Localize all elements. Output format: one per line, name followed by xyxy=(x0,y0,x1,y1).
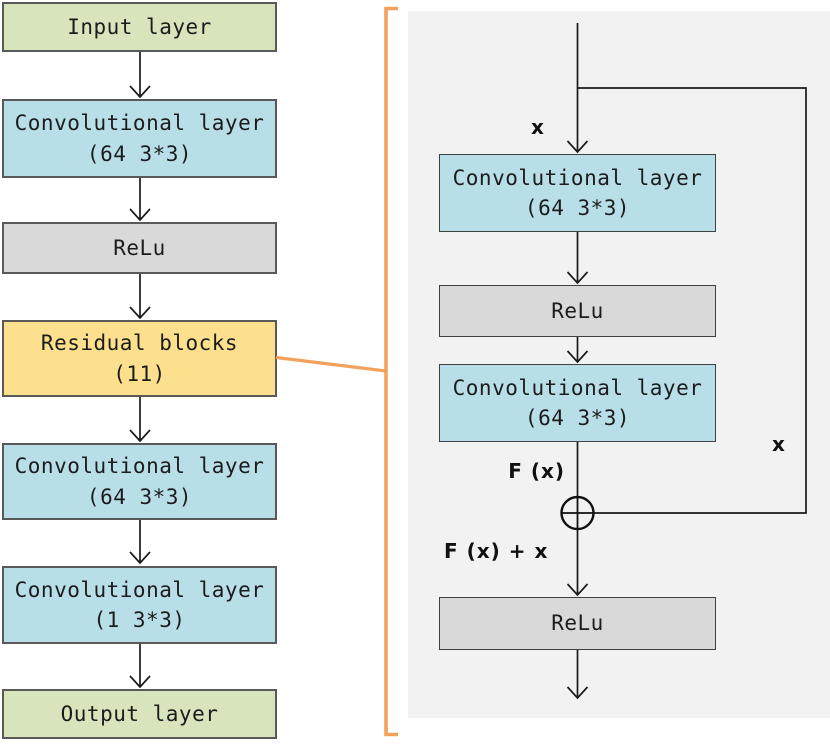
node-label: Residual blocks xyxy=(40,331,239,356)
annotation-f-of-x: F (x) xyxy=(508,459,565,483)
node-sublabel: (64 3*3) xyxy=(86,141,193,166)
node-sublabel: (1 3*3) xyxy=(93,608,186,632)
node-label: Output layer xyxy=(60,701,219,726)
node-label: Convolutional layer xyxy=(452,375,703,400)
flow-arrow xyxy=(129,397,151,443)
node-label: ReLu xyxy=(113,235,166,260)
flow-arrow xyxy=(129,644,151,689)
annotation-f-of-x-plus-x: F (x) + x xyxy=(444,539,549,563)
flow-node-conv-64: Convolutional layer (64 3*3) xyxy=(2,99,277,178)
flow-arrow xyxy=(129,520,151,565)
node-label: Convolutional layer xyxy=(14,111,265,136)
annotation-input-x: x xyxy=(531,115,545,139)
node-sublabel: (64 3*3) xyxy=(524,406,631,430)
flow-arrow xyxy=(129,274,151,320)
detail-node-relu-b: ReLu xyxy=(439,597,716,650)
annotation-skip-x: x xyxy=(772,432,786,456)
node-label: ReLu xyxy=(551,298,604,323)
flow-node-output-layer: Output layer xyxy=(2,689,277,739)
detail-node-conv-64-a: Convolutional layer (64 3*3) xyxy=(439,154,716,232)
flow-node-conv-1: Convolutional layer (1 3*3) xyxy=(2,566,277,644)
node-sublabel: (64 3*3) xyxy=(86,484,193,509)
detail-node-conv-64-b: Convolutional layer (64 3*3) xyxy=(439,364,716,442)
flow-arrow xyxy=(129,52,151,99)
residual-zoom-connector xyxy=(275,355,387,373)
node-sublabel: (11) xyxy=(113,361,166,386)
node-label: Convolutional layer xyxy=(14,454,265,479)
flow-node-input-layer: Input layer xyxy=(2,2,277,52)
node-label: Convolutional layer xyxy=(14,577,265,602)
flow-node-conv-64-b: Convolutional layer (64 3*3) xyxy=(2,443,277,520)
detail-node-relu-a: ReLu xyxy=(439,285,716,337)
flow-arrow xyxy=(129,178,151,222)
residual-zoom-bracket xyxy=(384,6,398,737)
node-sublabel: (64 3*3) xyxy=(524,196,631,220)
node-label: ReLu xyxy=(551,611,604,636)
flow-node-relu: ReLu xyxy=(2,222,277,274)
node-label: Input layer xyxy=(67,14,212,39)
node-label: Convolutional layer xyxy=(452,165,703,190)
flow-node-residual-blocks: Residual blocks (11) xyxy=(2,320,277,397)
